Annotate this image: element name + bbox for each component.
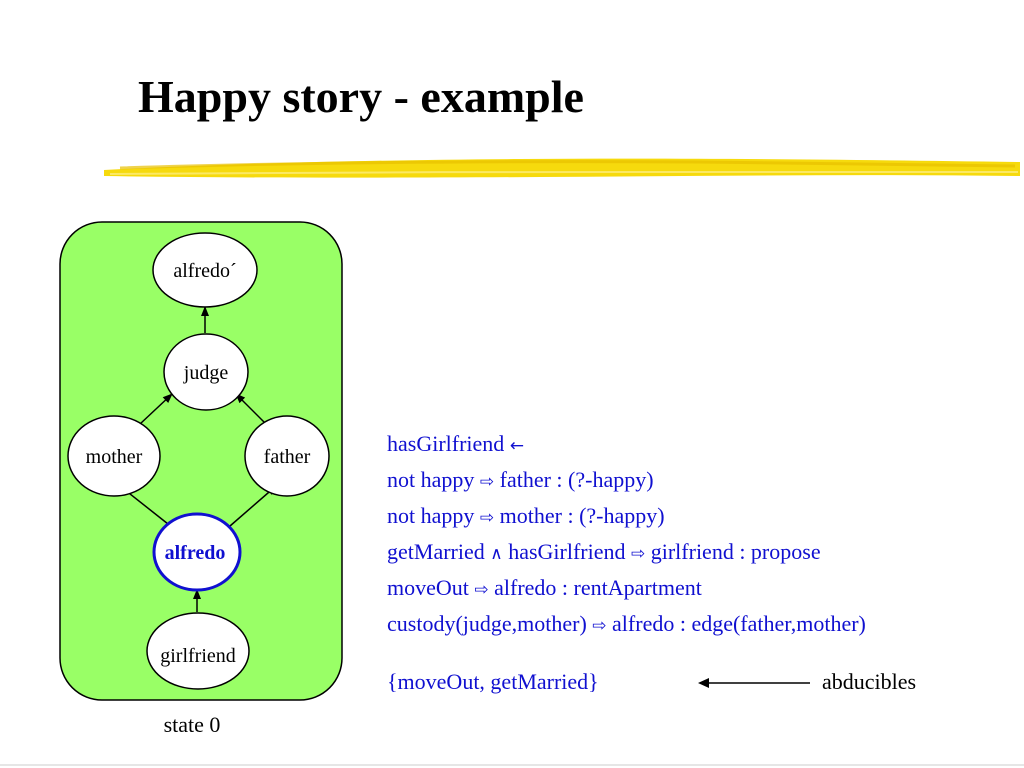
node-alfredo-prime: alfredo´ — [152, 232, 258, 308]
implies-arrow-icon: ⇨ — [592, 616, 607, 636]
node-mother: mother — [67, 415, 161, 497]
rule-4-right: girlfriend : propose — [650, 539, 821, 564]
rule-6-left: custody(judge,mother) — [387, 611, 587, 636]
rule-3-left: not happy — [387, 503, 475, 528]
rule-4-left: getMarried — [387, 539, 485, 564]
rule-2-left: not happy — [387, 467, 475, 492]
edge-father-to-judge — [235, 393, 267, 425]
node-label-alfredo: alfredo — [165, 542, 226, 564]
rule-5-right: alfredo : rentApartment — [494, 575, 702, 600]
rule-5: moveOut ⇨ alfredo : rentApartment — [387, 571, 866, 607]
rule-4: getMarried ∧ hasGirlfriend ⇨ girlfriend … — [387, 535, 866, 571]
rule-6-right: alfredo : edge(father,mother) — [612, 611, 866, 636]
state-box — [59, 221, 343, 701]
node-alfredo: alfredo — [152, 512, 242, 592]
implies-arrow-icon: ⇨ — [474, 580, 489, 600]
implies-arrow-icon: ⇨ — [479, 472, 495, 492]
abducibles-set-row: {moveOut, getMarried} — [387, 665, 599, 699]
footer-divider — [0, 764, 1024, 766]
rule-2: not happy ⇨ father : (?-happy) — [387, 463, 866, 499]
node-father: father — [244, 415, 330, 497]
node-label-mother: mother — [86, 446, 143, 468]
yellow-highlighter-stroke — [104, 158, 1020, 178]
left-arrow-icon: ← — [509, 436, 525, 456]
node-label-alfredo-prime: alfredo´ — [173, 260, 236, 282]
rule-3-right: mother : (?-happy) — [499, 503, 665, 528]
abducibles-set: {moveOut, getMarried} — [387, 669, 599, 694]
node-girlfriend: girlfriend — [146, 612, 250, 690]
slide-title: Happy story - example — [138, 71, 584, 122]
node-label-father: father — [264, 446, 311, 468]
rule-5-left: moveOut — [387, 575, 469, 600]
pointer-arrow-icon — [698, 678, 810, 688]
rule-2-right: father : (?-happy) — [499, 467, 654, 492]
node-judge: judge — [163, 333, 249, 411]
implies-arrow-icon: ⇨ — [479, 508, 495, 528]
rule-1: hasGirlfriend ← — [387, 427, 866, 463]
node-label-judge: judge — [183, 362, 229, 384]
implies-arrow-icon: ⇨ — [630, 544, 646, 564]
logical-and-icon: ∧ — [490, 544, 503, 564]
rule-6: custody(judge,mother) ⇨ alfredo : edge(f… — [387, 607, 866, 643]
abducibles-label: abducibles — [822, 669, 917, 694]
rule-1-head: hasGirlfriend — [387, 431, 505, 456]
state-label: state 0 — [164, 712, 221, 737]
edge-mother-to-judge — [139, 393, 173, 425]
rules-block: hasGirlfriend ← not happy ⇨ father : (?-… — [387, 427, 866, 643]
rule-4-middle: hasGirlfriend — [508, 539, 626, 564]
rule-3: not happy ⇨ mother : (?-happy) — [387, 499, 866, 535]
node-label-girlfriend: girlfriend — [160, 645, 236, 667]
